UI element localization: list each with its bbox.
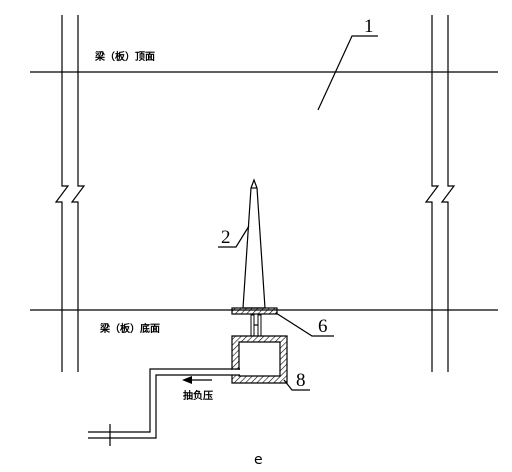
right-column-outer-line [440,15,456,372]
part-2-leader [218,225,250,248]
part-8-leader [283,379,310,391]
beam-top-label: 梁（板）顶面 [94,50,155,63]
suction-arrow-head-icon [182,376,192,384]
part-6-plate [231,307,278,315]
part-8-label: 8 [296,370,306,391]
part-8-inlet-gap [231,370,240,375]
part-2-label: 2 [221,227,231,248]
part-2-spike [242,178,266,309]
part-6-label: 6 [318,316,328,337]
vacuum-pipe-lower-line [88,374,240,439]
figure-caption: e [254,452,263,468]
connector-left-post [250,314,255,337]
part-8-box [231,335,288,384]
beam-bottom-label: 梁（板）底面 [99,322,160,335]
left-column-outer-line [54,15,70,372]
part-1-leader [317,35,378,111]
right-column-inner-line [424,15,440,372]
left-column-inner-line [70,15,86,372]
vacuum-pipe-upper-line [88,368,240,433]
vacuum-label: 抽负压 [183,389,213,402]
part-6-leader [275,312,334,337]
part-1-label: 1 [364,16,374,37]
connector-right-post [257,314,262,337]
